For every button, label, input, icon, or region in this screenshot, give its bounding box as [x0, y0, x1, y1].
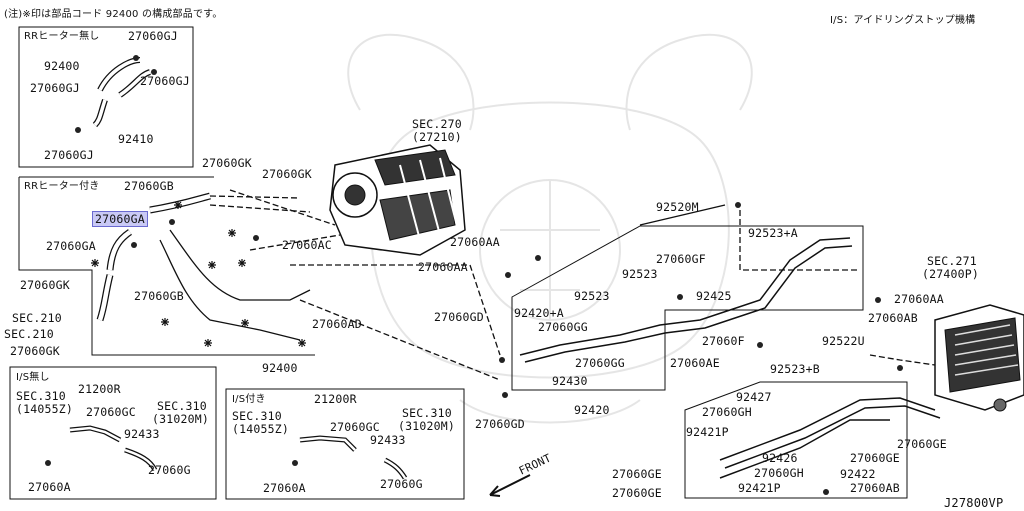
- box-rr-heater-none: [18, 26, 194, 168]
- section-ref-label[interactable]: SEC.310: [16, 389, 66, 403]
- section-ref-code: (27210): [412, 130, 462, 144]
- header-note: (注)※印は部品コード 92400 の構成部品です。: [4, 9, 223, 20]
- part-label[interactable]: 92421P: [738, 481, 781, 495]
- part-label[interactable]: 27060G: [148, 463, 191, 477]
- part-label[interactable]: 27060GF: [656, 252, 706, 266]
- part-label[interactable]: 92427: [736, 390, 772, 404]
- watermark-logo: [347, 33, 753, 424]
- section-ref-label[interactable]: SEC.210: [12, 311, 62, 325]
- box-is-none: [9, 366, 217, 500]
- box-title-rr-heater-with: RRヒーター付き: [24, 181, 100, 192]
- part-label[interactable]: 27060A: [28, 480, 71, 494]
- idle-stop-note: I/S：アイドリングストップ機構: [830, 15, 976, 26]
- compressor-drawing: [329, 144, 466, 256]
- part-label[interactable]: 27060GE: [897, 437, 947, 451]
- part-label[interactable]: 92420: [574, 403, 610, 417]
- part-label[interactable]: 27060GH: [702, 405, 752, 419]
- part-label[interactable]: 27060GK: [262, 167, 312, 181]
- part-label[interactable]: 27060GK: [10, 344, 60, 358]
- section-ref-code: (31020M): [398, 419, 455, 433]
- part-label[interactable]: 92422: [840, 467, 876, 481]
- box-title-is-none: I/S無し: [16, 372, 50, 383]
- part-label[interactable]: 27060AA: [418, 260, 468, 274]
- part-label[interactable]: 92400: [262, 361, 298, 375]
- part-label[interactable]: 27060GJ: [44, 148, 94, 162]
- part-label[interactable]: 27060GC: [330, 420, 380, 434]
- part-label[interactable]: 92426: [762, 451, 798, 465]
- part-label[interactable]: 92523: [622, 267, 658, 281]
- part-label[interactable]: 27060GE: [612, 467, 662, 481]
- part-label[interactable]: 27060AB: [868, 311, 918, 325]
- part-label[interactable]: 27060A: [263, 481, 306, 495]
- part-label[interactable]: 27060AC: [282, 238, 332, 252]
- section-ref-label[interactable]: SEC.210: [4, 327, 54, 341]
- part-label-highlighted[interactable]: 27060GA: [92, 211, 148, 227]
- part-label[interactable]: 27060AE: [670, 356, 720, 370]
- part-label[interactable]: 27060AA: [894, 292, 944, 306]
- part-label[interactable]: 27060GE: [850, 451, 900, 465]
- part-label[interactable]: 27060AD: [312, 317, 362, 331]
- part-label[interactable]: 27060GC: [86, 405, 136, 419]
- part-label[interactable]: 27060GB: [124, 179, 174, 193]
- part-label[interactable]: 92400: [44, 59, 80, 73]
- part-label[interactable]: 92520M: [656, 200, 699, 214]
- part-label[interactable]: 92523: [574, 289, 610, 303]
- part-label[interactable]: 92433: [124, 427, 160, 441]
- box-title-is-with: I/S付き: [232, 394, 266, 405]
- section-ref-label[interactable]: SEC.310: [232, 409, 282, 423]
- part-label[interactable]: 27060GE: [612, 486, 662, 500]
- part-label[interactable]: 27060AA: [450, 235, 500, 249]
- part-label[interactable]: 27060GG: [538, 320, 588, 334]
- part-label[interactable]: 92433: [370, 433, 406, 447]
- section-ref-label[interactable]: SEC.310: [157, 399, 207, 413]
- section-ref-code: (14055Z): [232, 422, 289, 436]
- box-title-rr-heater-none: RRヒーター無し: [24, 31, 100, 42]
- section-ref-code: (31020M): [152, 412, 209, 426]
- part-label[interactable]: 27060GJ: [140, 74, 190, 88]
- part-label[interactable]: 27060G: [380, 477, 423, 491]
- part-label[interactable]: 27060GB: [134, 289, 184, 303]
- part-label[interactable]: 92523+B: [770, 362, 820, 376]
- part-label[interactable]: 27060GJ: [128, 29, 178, 43]
- rear-heater-unit-drawing: [934, 304, 1024, 412]
- part-label[interactable]: 27060F: [702, 334, 745, 348]
- section-ref-label[interactable]: SEC.271: [927, 254, 977, 268]
- part-label[interactable]: 27060GD: [475, 417, 525, 431]
- section-ref-label[interactable]: SEC.310: [402, 406, 452, 420]
- diagram-code: J27800VP: [944, 496, 1004, 510]
- part-label[interactable]: 92420+A: [514, 306, 564, 320]
- section-ref-code: (14055Z): [16, 402, 73, 416]
- part-label[interactable]: 27060GD: [434, 310, 484, 324]
- part-label[interactable]: 27060GH: [754, 466, 804, 480]
- part-label[interactable]: 92430: [552, 374, 588, 388]
- part-label[interactable]: 27060GG: [575, 356, 625, 370]
- part-label[interactable]: 92523+A: [748, 226, 798, 240]
- part-label[interactable]: 27060AB: [850, 481, 900, 495]
- section-ref-label[interactable]: SEC.270: [412, 117, 462, 131]
- part-label[interactable]: 27060GA: [46, 239, 96, 253]
- part-label[interactable]: 27060GJ: [30, 81, 80, 95]
- part-label[interactable]: 92410: [118, 132, 154, 146]
- part-label[interactable]: 92425: [696, 289, 732, 303]
- part-label[interactable]: 92421P: [686, 425, 729, 439]
- part-label[interactable]: 21200R: [78, 382, 121, 396]
- fastener-marks: [45, 55, 903, 495]
- section-ref-code: (27400P): [922, 267, 979, 281]
- part-label[interactable]: 27060GK: [202, 156, 252, 170]
- part-label[interactable]: 27060GK: [20, 278, 70, 292]
- part-label[interactable]: 92522U: [822, 334, 865, 348]
- part-label[interactable]: 21200R: [314, 392, 357, 406]
- box-is-with: [225, 388, 465, 500]
